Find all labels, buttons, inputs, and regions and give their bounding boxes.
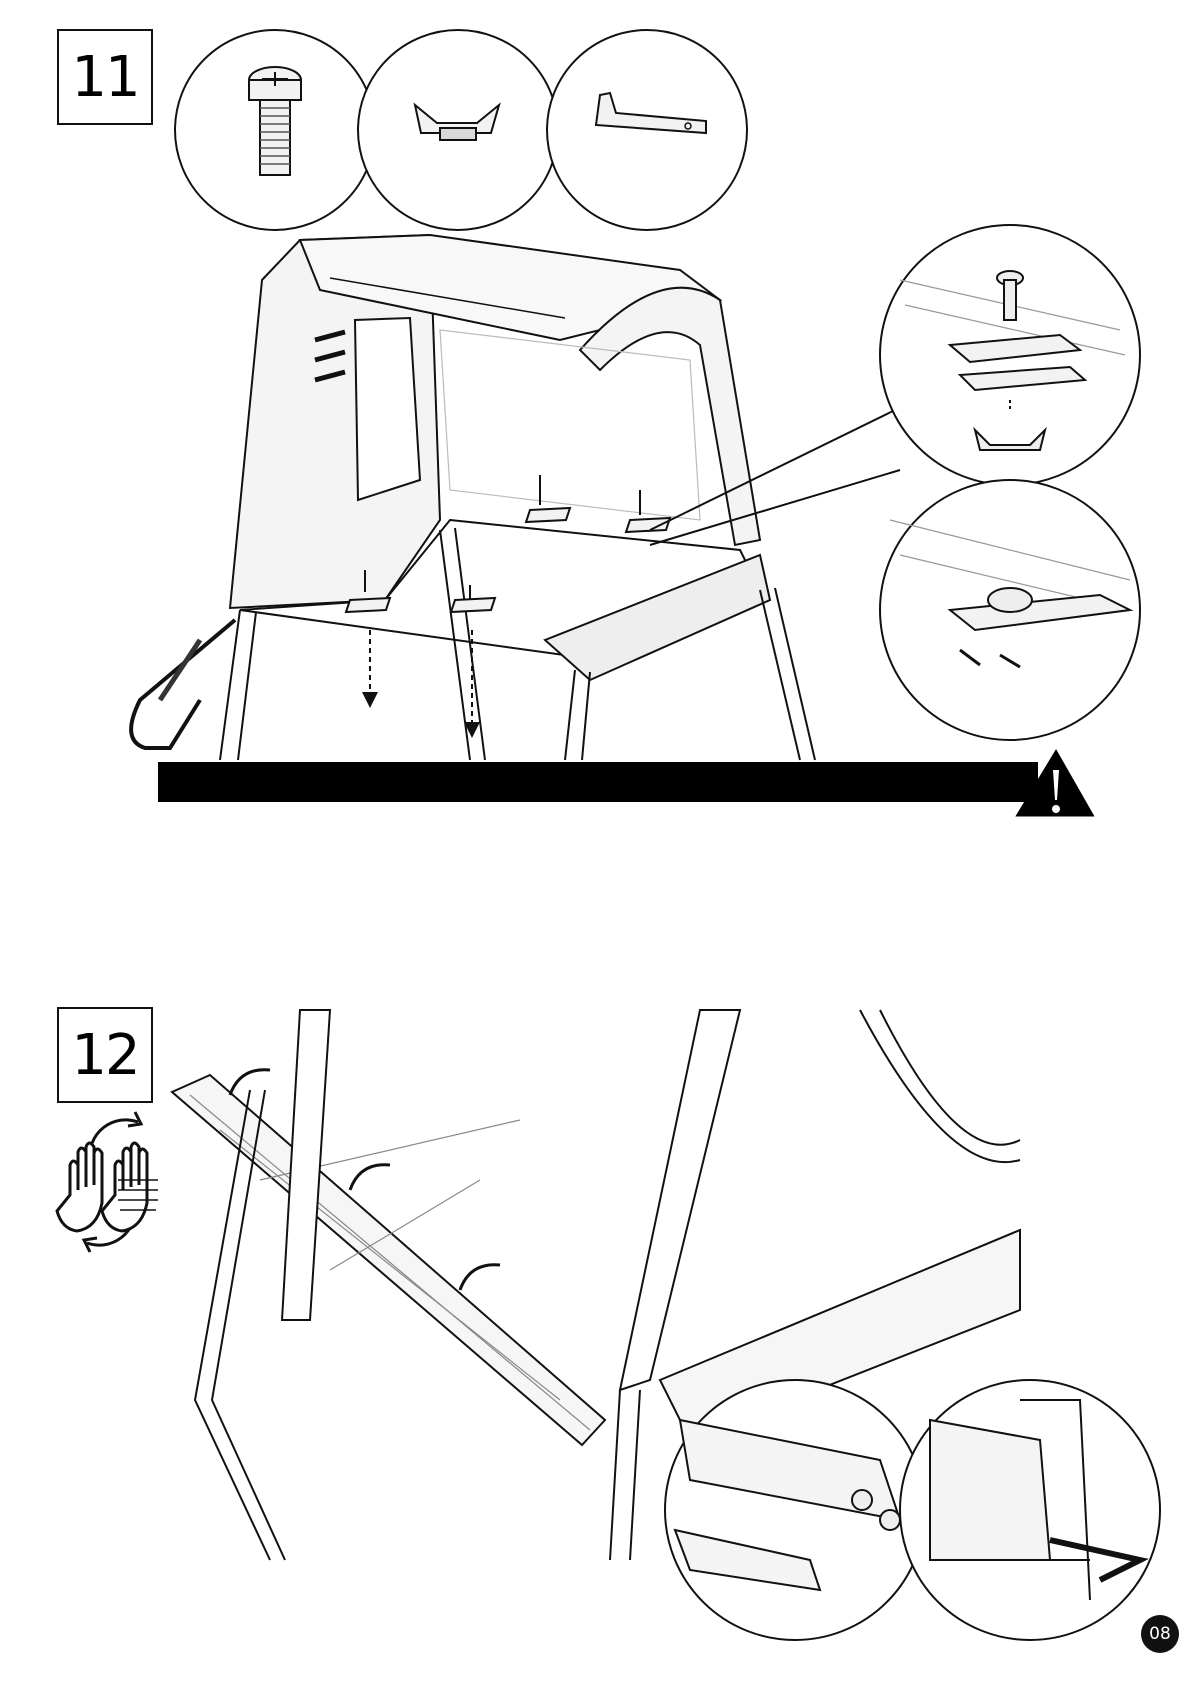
part-circle-wing-nut — [358, 30, 558, 230]
step-number-12: 12 — [57, 1007, 153, 1103]
grill-frame-illustration — [131, 235, 900, 760]
part-circle-bracket — [547, 30, 747, 230]
part-circle-screw — [175, 30, 375, 230]
page-number: 08 — [1149, 1624, 1171, 1644]
detail-circle-hinge — [665, 1380, 925, 1640]
step-number-label: 12 — [71, 1023, 138, 1088]
detail-circle-shelf-lock — [900, 1380, 1160, 1640]
detail-circle-top — [880, 225, 1140, 485]
page-number-badge: 08 — [1141, 1615, 1179, 1653]
detail-circle-bottom — [880, 480, 1140, 740]
warning-bar — [158, 762, 1038, 802]
